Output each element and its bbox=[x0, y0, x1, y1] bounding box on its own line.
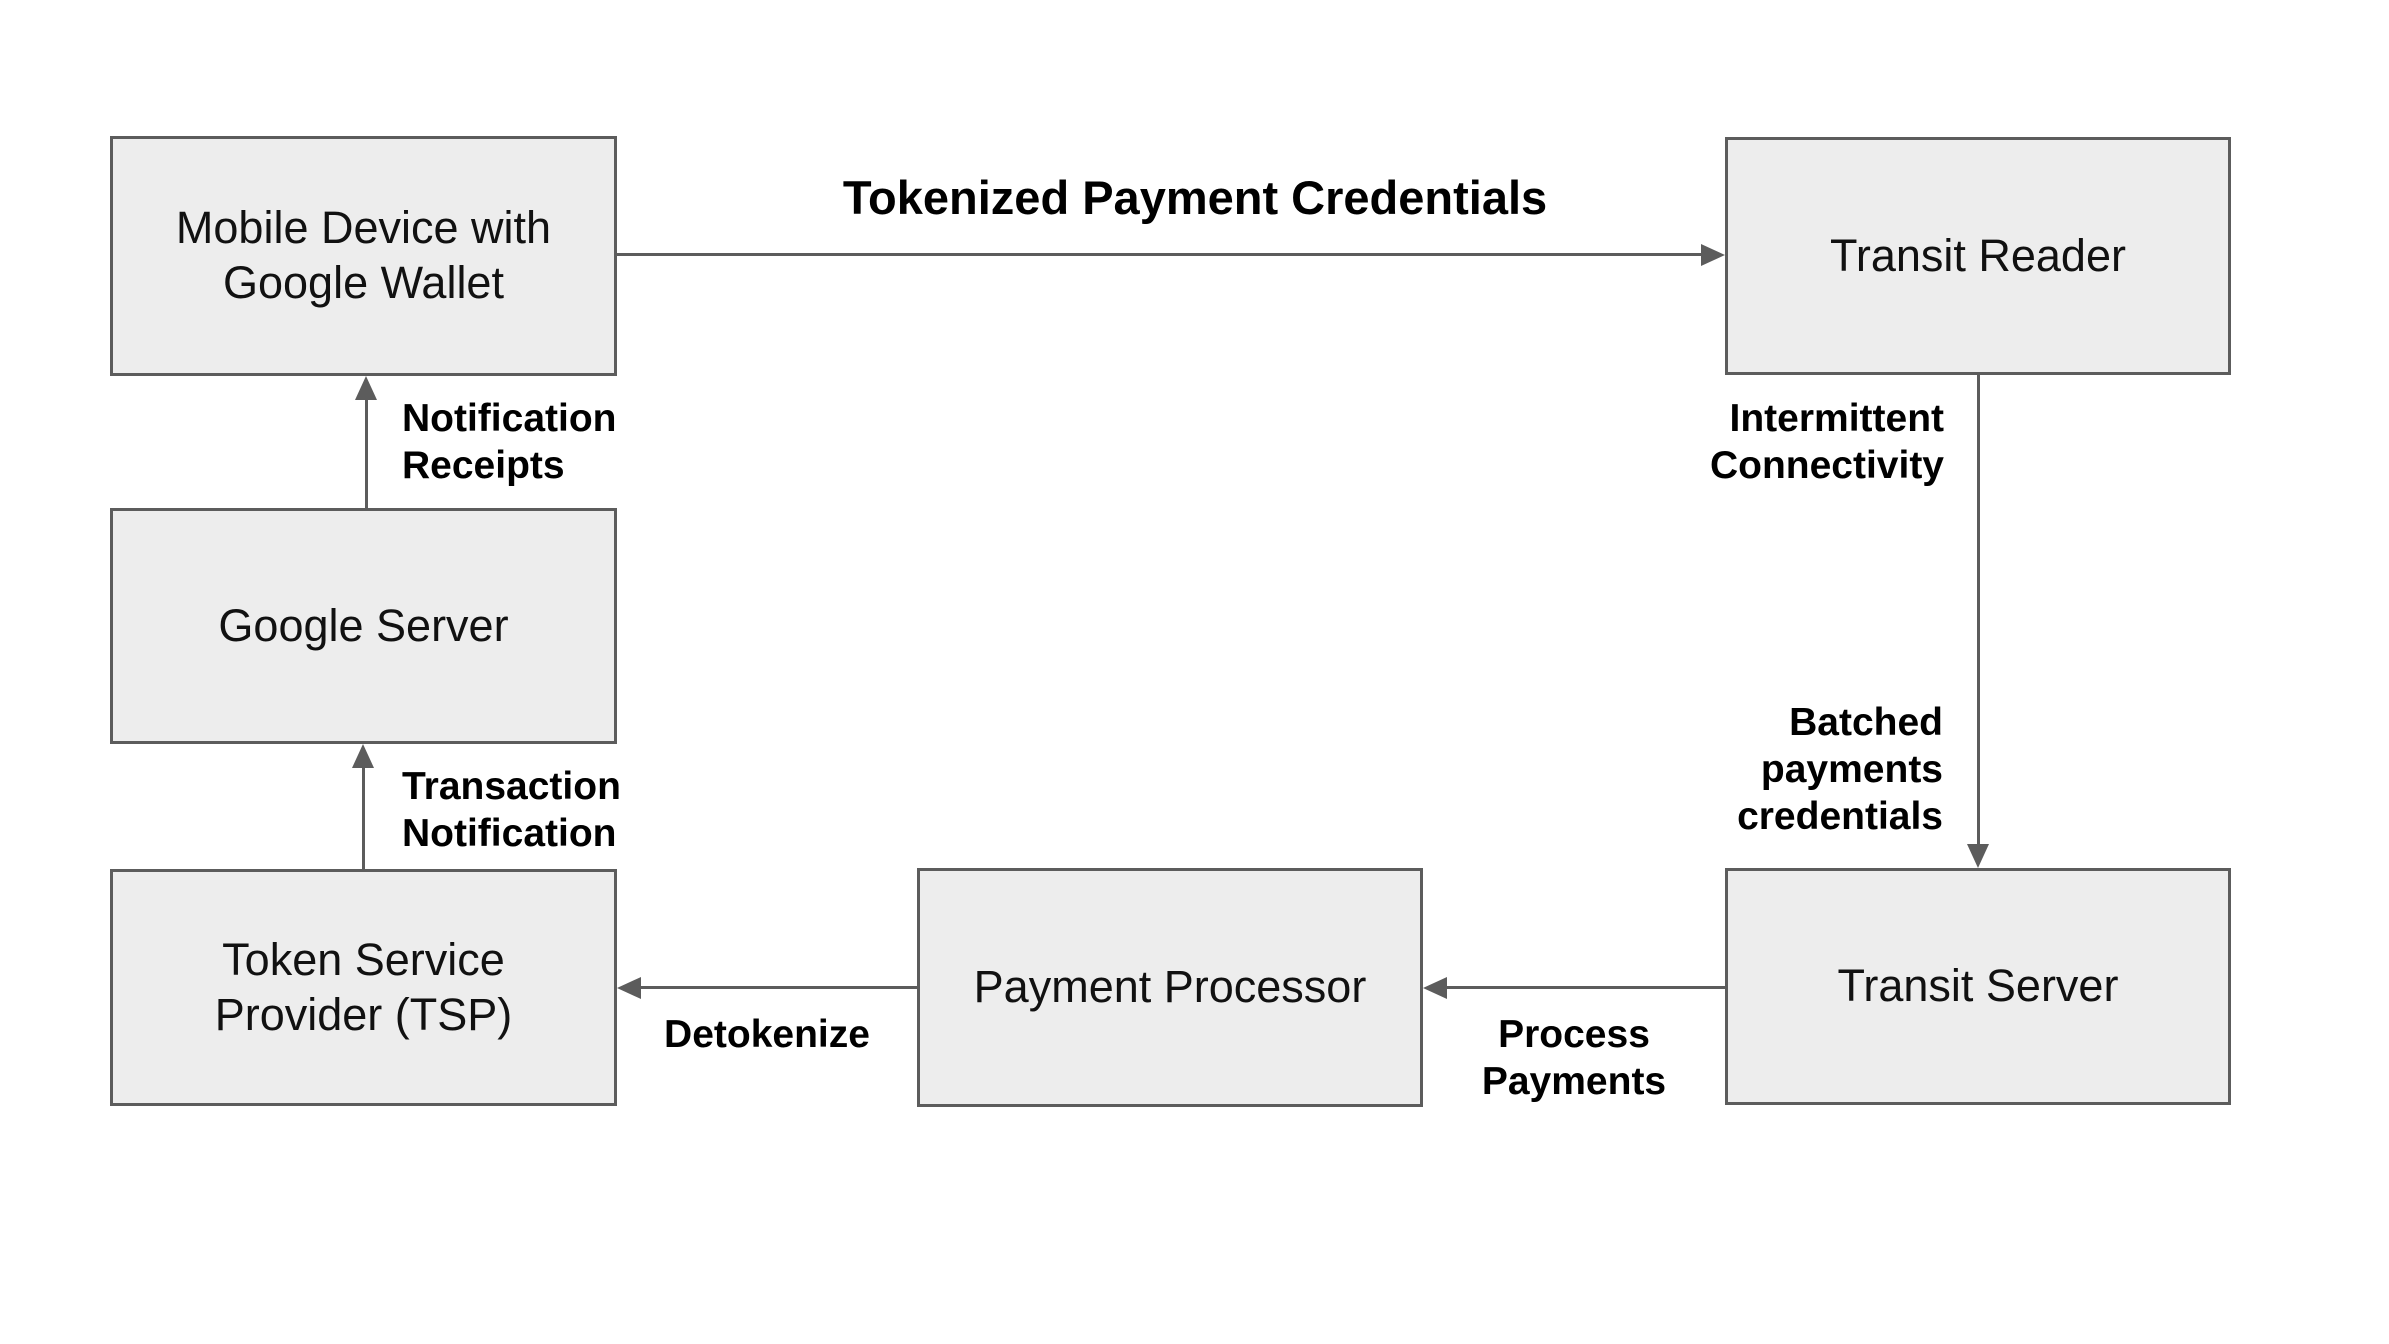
edge-label-process-payments: Process Payments bbox=[1481, 1013, 1667, 1103]
edge-reader-to-transit-server-line bbox=[1977, 375, 1980, 844]
edge-google-server-to-mobile-line bbox=[365, 400, 368, 508]
edge-tsp-to-google-server-line bbox=[362, 768, 365, 869]
node-label: Payment Processor bbox=[973, 961, 1367, 1013]
node-label: Transit Reader bbox=[1830, 229, 2126, 281]
node-payment-processor: Payment Processor bbox=[917, 868, 1423, 1107]
edge-label-transaction-notification: Transaction Notification bbox=[402, 765, 621, 855]
edge-label-tokenized-payment-credentials: Tokenized Payment Credentials bbox=[842, 171, 1548, 224]
arrowhead-up-icon bbox=[355, 376, 377, 400]
edge-label-detokenize: Detokenize bbox=[664, 1013, 870, 1056]
edge-transit-server-to-processor-line bbox=[1447, 986, 1725, 989]
node-label: Google Server bbox=[218, 599, 509, 651]
node-mobile-device-google-wallet: Mobile Device with Google Wallet bbox=[110, 136, 617, 376]
arrowhead-left-icon bbox=[617, 977, 641, 999]
edge-processor-to-tsp-line bbox=[641, 986, 917, 989]
arrowhead-up-icon bbox=[352, 744, 374, 768]
node-token-service-provider: Token Service Provider (TSP) bbox=[110, 869, 617, 1106]
edge-label-intermittent-connectivity: Intermittent Connectivity bbox=[1709, 397, 1944, 487]
node-label: Token Service Provider (TSP) bbox=[214, 933, 513, 1040]
arrowhead-right-icon bbox=[1701, 244, 1725, 266]
node-transit-reader: Transit Reader bbox=[1725, 137, 2231, 375]
arrowhead-down-icon bbox=[1967, 844, 1989, 868]
edge-label-batched-payments-credentials: Batched payments credentials bbox=[1737, 701, 1943, 838]
node-google-server: Google Server bbox=[110, 508, 617, 744]
node-label: Mobile Device with Google Wallet bbox=[175, 202, 552, 308]
arrowhead-left-icon bbox=[1423, 977, 1447, 999]
edge-mobile-to-reader-line bbox=[617, 253, 1703, 256]
node-transit-server: Transit Server bbox=[1725, 868, 2231, 1105]
node-label: Transit Server bbox=[1837, 960, 2119, 1012]
edge-label-notification-receipts: Notification Receipts bbox=[402, 397, 617, 487]
